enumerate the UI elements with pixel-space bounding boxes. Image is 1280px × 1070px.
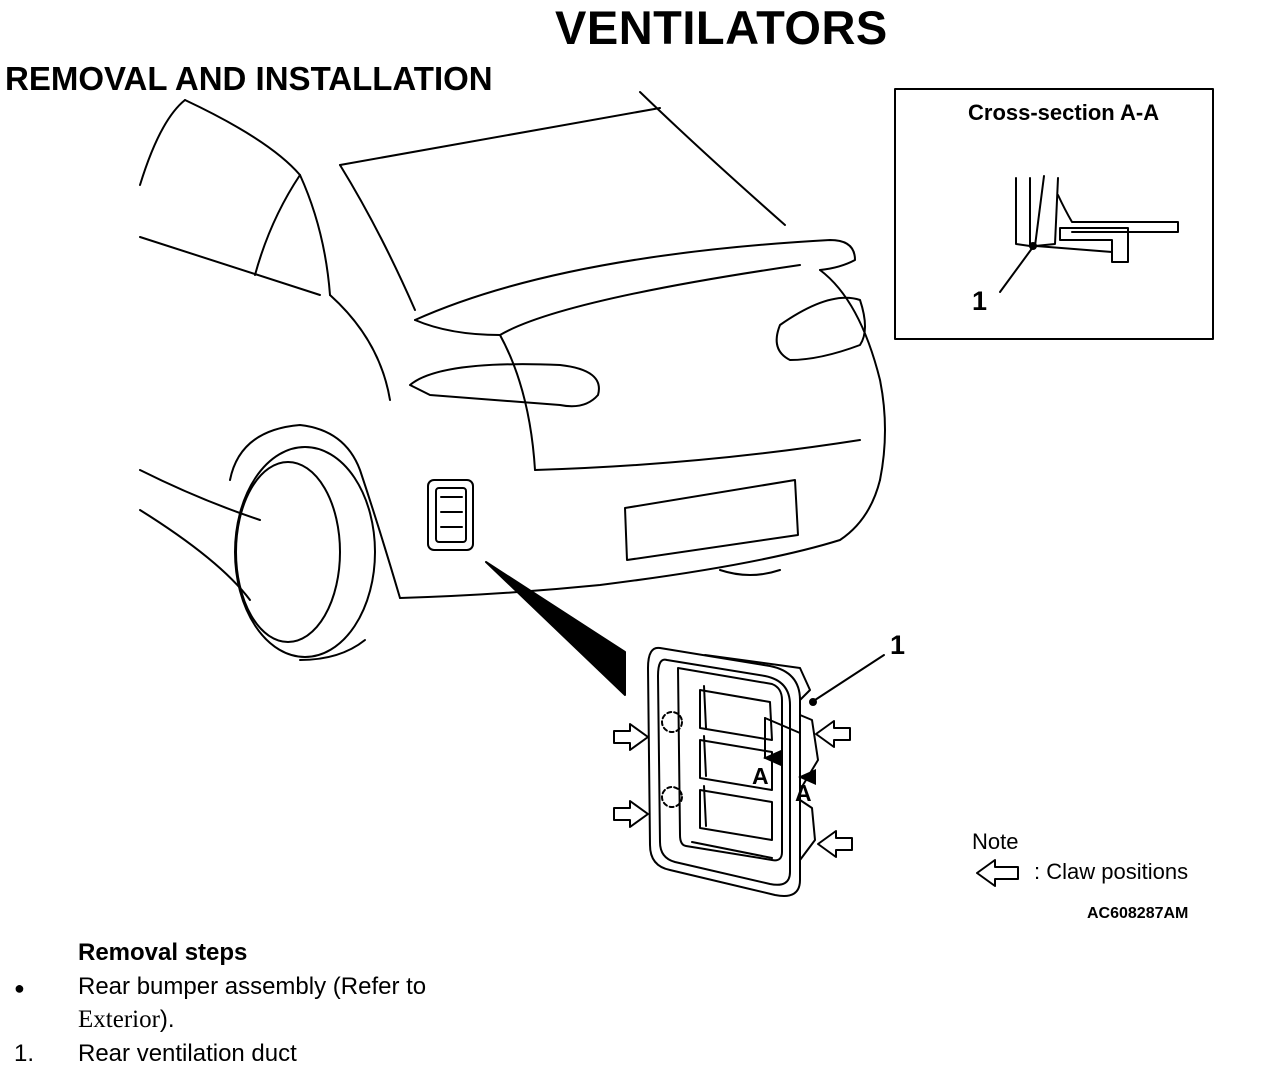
step-1-text-tail: ). [159,1006,175,1033]
figure-code: AC608287AM [1087,905,1189,922]
step-1-text-line2: Exterior). [78,1006,175,1034]
note-text: : Claw positions [1034,859,1189,884]
inset-callout-1: 1 [972,286,988,316]
exterior-reference-link[interactable]: Exterior [78,1006,160,1033]
car-rear-view [139,91,886,661]
step-1-text: Rear bumper assembly (Refer to [78,973,427,1000]
rear-ventilation-duct [647,646,819,897]
note-label: Note [972,829,1019,854]
note-claw-arrow [976,859,1019,887]
step-bullet: ● [14,978,25,998]
step-2-text: Rear ventilation duct [78,1040,297,1067]
cross-section-title: Cross-section A-A [968,100,1160,125]
section-mark-a-left: A [752,763,769,789]
section-mark-a-right: A [795,780,812,806]
cross-section-frame [894,88,1214,340]
claw-arrows [613,720,853,858]
removal-steps-heading: Removal steps [78,939,248,966]
page-title: VENTILATORS [555,1,888,54]
cross-section-drawing [999,175,1179,293]
section-title: REMOVAL AND INSTALLATION [5,60,493,97]
step-number: 1. [14,1040,35,1067]
part-callout-1: 1 [890,630,906,660]
detail-pointer [485,561,626,696]
